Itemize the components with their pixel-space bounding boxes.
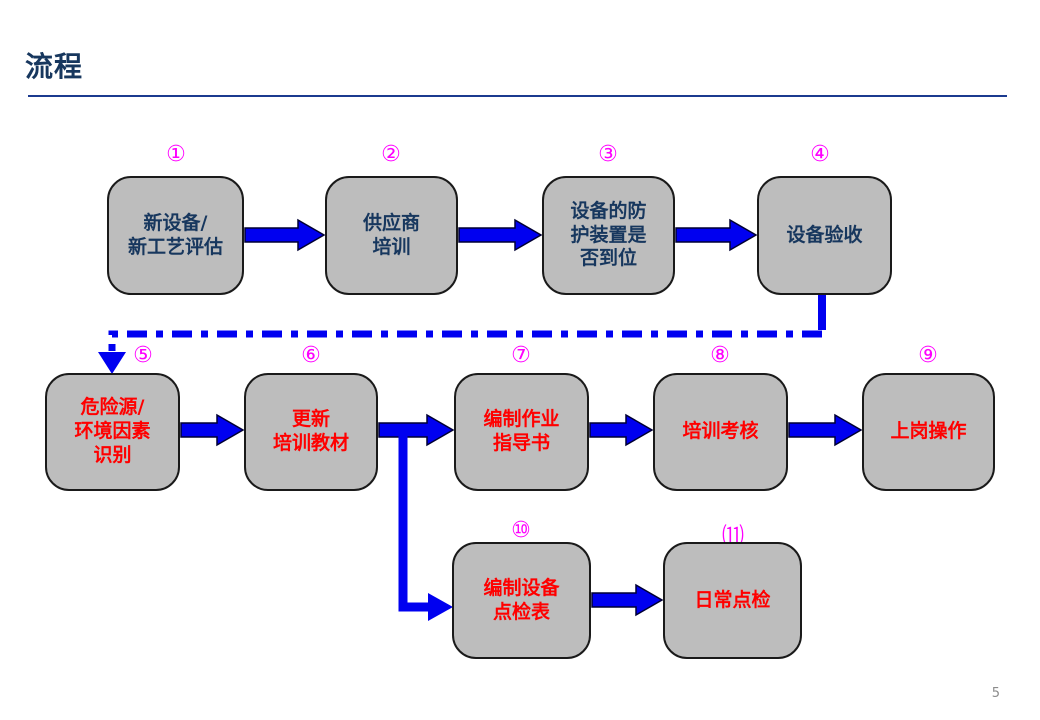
flow-box-daily-inspection: 日常点检 — [663, 542, 802, 659]
step-number: ③ — [598, 142, 618, 167]
branch-elbow-connector — [398, 436, 429, 612]
arrow-3-4-icon — [675, 218, 758, 252]
arrow-6-7-icon — [378, 413, 455, 447]
step-number: ⑤ — [133, 343, 153, 368]
step-number: ② — [381, 142, 401, 167]
arrow-2-3-icon — [458, 218, 543, 252]
arrow-1-2-icon — [244, 218, 326, 252]
flow-box-update-training-material: 更新 培训教材 — [244, 373, 378, 491]
dashdot-connector — [108, 330, 822, 351]
branch-arrowhead-icon — [428, 593, 453, 621]
down-arrowhead-icon — [98, 352, 126, 374]
arrow-7-8-icon — [589, 413, 654, 447]
title-rule — [28, 95, 1007, 97]
step-number: ⑦ — [511, 343, 531, 368]
arrow-10-11-icon — [591, 583, 664, 617]
flow-box-hazard-identification: 危险源/ 环境因素 识别 — [45, 373, 180, 491]
step-number: ⑧ — [710, 343, 730, 368]
flow-box-work-instruction: 编制作业 指导书 — [454, 373, 589, 491]
flow-box-supplier-training: 供应商 培训 — [325, 176, 458, 295]
step-number: ④ — [810, 142, 830, 167]
step-number: ⑩ — [511, 518, 531, 543]
arrow-5-6-icon — [180, 413, 245, 447]
step-number: ① — [166, 142, 186, 167]
arrow-8-9-icon — [788, 413, 863, 447]
flow-box-training-assessment: 培训考核 — [653, 373, 788, 491]
step-number: ⑥ — [301, 343, 321, 368]
box4-stub-connector — [818, 294, 826, 330]
page-number: 5 — [991, 686, 1000, 701]
flow-box-new-equipment-evaluation: 新设备/ 新工艺评估 — [107, 176, 244, 295]
flow-box-guard-in-place-check: 设备的防 护装置是 否到位 — [542, 176, 675, 295]
flow-box-inspection-sheet: 编制设备 点检表 — [452, 542, 591, 659]
flow-box-start-operation: 上岗操作 — [862, 373, 995, 491]
flow-box-equipment-acceptance: 设备验收 — [757, 176, 892, 295]
page-title: 流程 — [25, 50, 84, 83]
step-number: ⑨ — [918, 343, 938, 368]
